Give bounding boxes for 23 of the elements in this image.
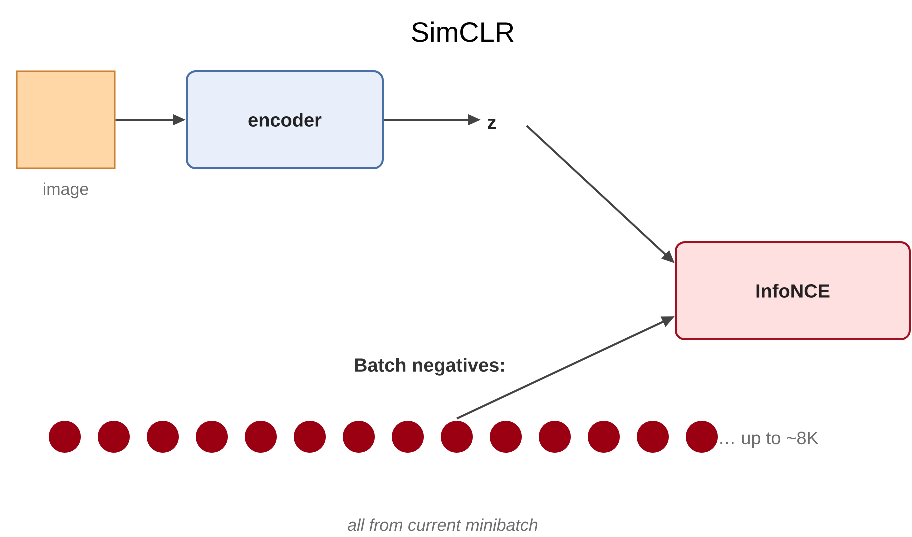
negative-dot (294, 420, 326, 453)
negative-dot (490, 420, 522, 453)
node-caption: image (44, 182, 88, 199)
negative-dot (588, 420, 620, 453)
encoder-box: encoder (186, 70, 384, 170)
title: SimCLR (412, 22, 514, 42)
negative-dot (343, 420, 375, 453)
output-label: z (488, 118, 496, 129)
heading-text: Batch negatives: (355, 358, 504, 376)
negative-dot (196, 420, 228, 453)
negative-dot (392, 420, 424, 453)
loss-box: InfoNCE (675, 241, 911, 340)
negative-dot (637, 420, 669, 453)
negative-dot (686, 420, 718, 453)
negative-dot (147, 420, 179, 453)
count-note: … up to ~8K (720, 432, 819, 448)
negative-dot (441, 420, 473, 453)
image-box (16, 70, 116, 170)
negative-dot (539, 420, 571, 453)
negative-dot (98, 420, 130, 453)
footnote-text: all from current minibatch (348, 518, 538, 532)
negative-dot (49, 420, 81, 453)
negative-dot (245, 420, 277, 453)
